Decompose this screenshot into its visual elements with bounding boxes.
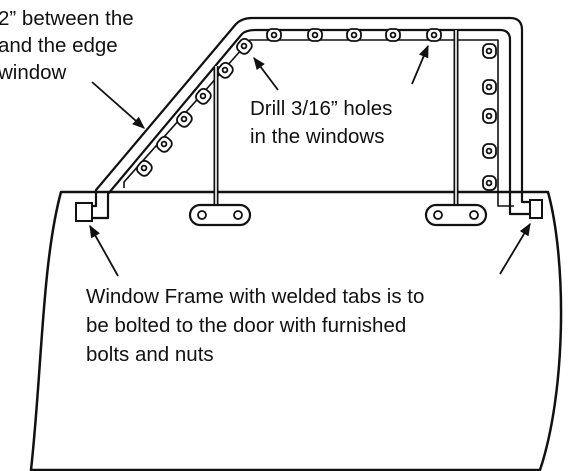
hole-tab [426,28,442,42]
arrow-drill-right [411,44,429,85]
label-window-frame: Window Frame with welded tabs is to be b… [86,285,430,366]
window-frame-inner [82,28,540,220]
hole-tab [385,28,401,42]
hole-tab [307,28,323,42]
arrow-edge [91,81,145,129]
mounting-plate-right [424,203,488,227]
window-frame-outer [82,16,540,208]
hole-tab [482,79,497,95]
hole-tab [346,28,362,42]
welded-tab-left [75,202,93,222]
window-frame-inner2 [123,39,514,207]
arrow-frame-right [499,222,531,275]
hole-tab [156,135,173,153]
hole-tab [236,37,253,55]
arrow-drill-left [253,56,279,91]
welded-tab-right [529,199,543,219]
hole-tab [195,87,212,105]
hole-tab [136,159,153,177]
arrow-frame-left [89,224,119,277]
door-panel [29,190,563,471]
window-hole-tabs [136,28,497,191]
hole-tab [266,28,282,42]
mounting-plate-left [188,203,252,227]
hole-tab [482,143,497,159]
hole-tab [176,110,193,128]
label-top-left: 2” between the and the edge window [0,7,139,84]
label-drill: Drill 3/16” holes in the windows [250,97,398,148]
hole-tab [217,61,234,79]
hole-tab [482,43,497,59]
hole-tab [482,175,497,191]
hole-tab [482,108,497,124]
